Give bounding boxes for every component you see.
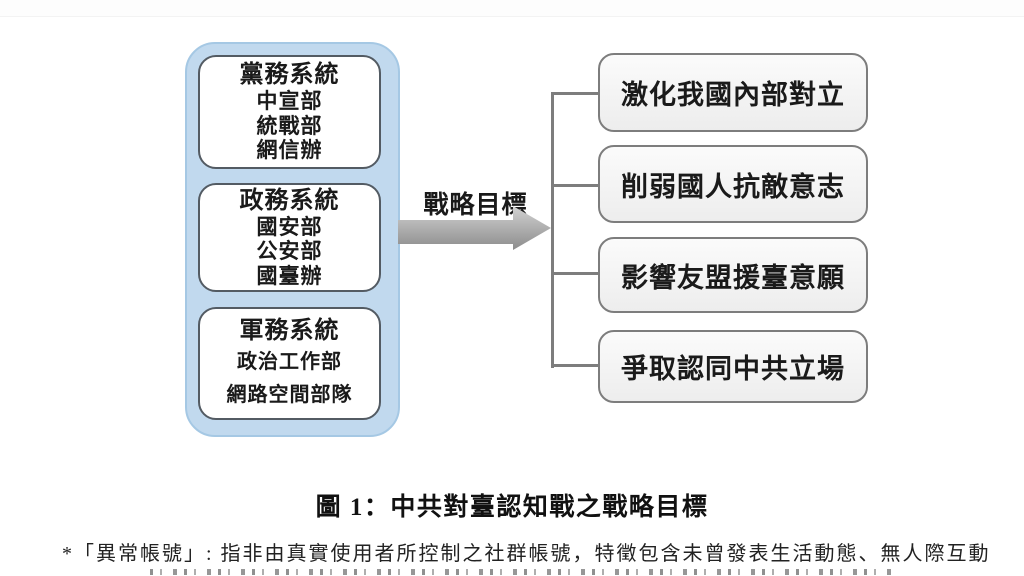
system-box-party: 黨務系統 中宣部 統戰部 網信辦 — [198, 55, 381, 169]
connector-branch-line — [551, 364, 598, 367]
connector-branch-line — [551, 184, 598, 187]
top-edge-artifact — [0, 0, 1024, 17]
system-box-government: 政務系統 國安部 公安部 國臺辦 — [198, 183, 381, 292]
system-item: 國臺辦 — [256, 264, 323, 288]
connector-vertical-line — [551, 92, 554, 368]
system-item: 網路空間部隊 — [226, 383, 353, 406]
figure-caption: 圖 1：中共對臺認知戰之戰略目標 — [315, 494, 709, 521]
objective-box-4: 爭取認同中共立場 — [598, 330, 868, 403]
system-title-party: 黨務系統 — [239, 61, 340, 89]
footnote-text: *「異常帳號」: 指非由真實使用者所控制之社群帳號，特徵包含未曾發表生活動態、無… — [62, 543, 991, 565]
actors-panel: 黨務系統 中宣部 統戰部 網信辦 政務系統 國安部 公安部 國臺辦 軍務系統 政… — [185, 42, 400, 437]
system-item: 政治工作部 — [237, 351, 342, 374]
right-arrow-icon — [398, 206, 551, 250]
footnote-second-line-clipped — [150, 569, 895, 575]
system-item: 公安部 — [256, 240, 323, 264]
connector-branch-line — [551, 92, 598, 95]
system-item: 統戰部 — [256, 114, 323, 138]
system-item: 國安部 — [256, 215, 323, 239]
objective-box-2: 削弱國人抗敵意志 — [598, 145, 868, 223]
arrow-label: 戰略目標 — [423, 191, 528, 219]
objective-box-1: 激化我國內部對立 — [598, 53, 868, 132]
system-item: 中宣部 — [256, 90, 323, 114]
system-item: 網信辦 — [256, 139, 323, 163]
connector-branch-line — [551, 272, 598, 275]
system-title-military: 軍務系統 — [239, 317, 340, 345]
objective-box-3: 影響友盟援臺意願 — [598, 237, 868, 313]
system-box-military: 軍務系統 政治工作部 網路空間部隊 — [198, 307, 381, 420]
system-title-government: 政務系統 — [239, 186, 340, 214]
